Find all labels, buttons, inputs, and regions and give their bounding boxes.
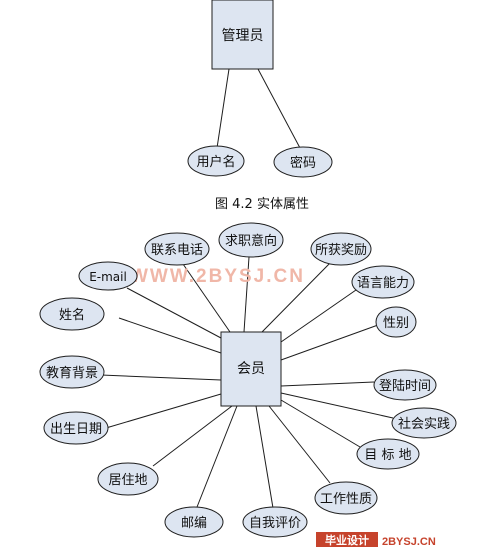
attr-awards: [310, 232, 372, 266]
attr-postcode-label: 邮编: [181, 516, 207, 531]
attr-postcode: [164, 506, 224, 538]
attr-email-label: E-mail: [89, 270, 127, 284]
attr-name-label: 姓名: [59, 307, 85, 323]
attr-work-type-label: 工作性质: [320, 492, 372, 507]
attr-language: [351, 265, 415, 299]
attr-phone-label: 联系电话: [151, 243, 203, 258]
figure-caption: 图 4.2 实体属性: [215, 197, 309, 212]
edge-member-social: [280, 392, 394, 419]
attr-residence: [97, 462, 159, 496]
attr-job-intent-label: 求职意向: [225, 233, 277, 249]
attr-job-intent: [218, 222, 284, 258]
attr-birthdate-label: 出生日期: [50, 422, 102, 437]
edge-member-destination: [280, 399, 361, 448]
edge-member-awards: [261, 259, 334, 333]
attr-social-practice-label: 社会实践: [398, 416, 450, 432]
attr-gender: [375, 306, 417, 338]
attr-language-label: 语言能力: [357, 276, 409, 291]
attr-social-practice: [391, 407, 457, 439]
attr-destination: [356, 438, 420, 470]
edge-member-work-type: [268, 405, 331, 484]
attr-gender-label: 性别: [383, 316, 409, 331]
attr-email: [78, 261, 138, 291]
edge-member-postcode: [196, 405, 238, 508]
attr-education: [39, 355, 105, 389]
logo-badge: [316, 532, 378, 547]
edge-member-phone: [182, 263, 231, 333]
entity-admin-label: 管理员: [222, 28, 264, 44]
entity-admin-box: [211, 0, 274, 70]
watermark: WWW.2BYSJ.CN: [130, 266, 305, 287]
attr-password-label: 密码: [290, 155, 316, 171]
attr-work-type: [314, 481, 378, 515]
edge-member-email: [126, 287, 222, 339]
attr-name: [39, 297, 105, 331]
logo-url: 2BYSJ.CN: [382, 536, 436, 548]
attr-phone: [144, 232, 210, 266]
attr-password: [273, 146, 333, 178]
edge-member-language: [280, 289, 357, 343]
attr-self-eval-label: 自我评价: [249, 516, 301, 531]
attr-username: [187, 145, 245, 177]
edge-member-gender: [280, 324, 379, 361]
edge-member-login-time: [280, 381, 375, 387]
entity-member-box: [220, 331, 282, 407]
edge-member-education: [100, 374, 222, 381]
attr-destination-label: 目 标 地: [364, 448, 411, 463]
attr-awards-label: 所获奖励: [315, 243, 367, 258]
attr-self-eval: [242, 506, 308, 538]
edge-member-job-intent: [243, 256, 250, 333]
edge-member-residence: [152, 405, 233, 467]
edge-member-birthdate: [105, 393, 222, 429]
attr-login-time-label: 登陆时间: [379, 378, 431, 394]
edge-member-self-eval: [255, 405, 274, 509]
logo-badge-label: 毕业设计: [325, 533, 369, 547]
attr-username-label: 用户名: [196, 154, 235, 170]
entity-member-label: 会员: [237, 361, 265, 377]
attr-education-label: 教育背景: [46, 365, 98, 381]
attr-residence-label: 居住地: [108, 473, 147, 488]
edge-member-name: [118, 317, 222, 354]
attr-login-time: [373, 369, 437, 401]
edge-admin-password: [257, 68, 301, 149]
edge-admin-username: [216, 68, 230, 149]
attr-birthdate: [43, 411, 109, 445]
